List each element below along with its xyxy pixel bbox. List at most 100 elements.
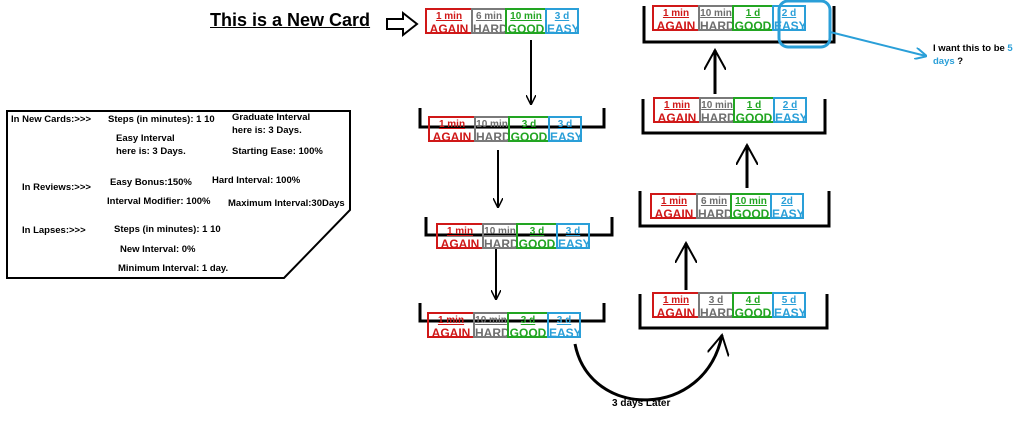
hard-interval: 3 d [708, 295, 724, 306]
card-tray-right-2 [641, 99, 827, 135]
again-interval: 1 min [663, 100, 691, 111]
good-interval: 1 d [745, 8, 761, 19]
good-interval: 3 d [521, 119, 537, 130]
label-lapses: In Lapses:>>> [22, 225, 86, 236]
again-label: AGAIN [657, 111, 697, 123]
new-card-title: This is a New Card [210, 10, 371, 30]
good-label: GOOD [732, 207, 770, 219]
label-starting-ease: Starting Ease: 100% [232, 146, 323, 157]
again-label: AGAIN [431, 326, 471, 338]
card-tray-left-1 [418, 108, 606, 129]
again-interval: 1 min [662, 8, 690, 19]
easy-label: EASY [547, 22, 579, 34]
arrow-to-note [829, 31, 926, 56]
again-interval: 1 min [437, 315, 465, 326]
again-label: AGAIN [429, 22, 469, 34]
wish-note: I want this to be 5 days ? [933, 42, 1023, 68]
good-interval: 10 min [510, 11, 542, 22]
easy-label: EASY [550, 130, 582, 142]
hard-label: HARD [700, 306, 734, 318]
hard-interval: 10 min [700, 8, 732, 19]
again-label: AGAIN [656, 306, 696, 318]
hard-interval: 10 min [484, 226, 516, 237]
card-tray-left-2 [424, 217, 614, 237]
label-new-interval: New Interval: 0% [120, 244, 196, 255]
easy-interval: 3 d [556, 315, 572, 326]
easy-interval: 5 d [781, 295, 797, 306]
wish-note-unit: days [933, 56, 955, 67]
good-label: GOOD [735, 111, 773, 123]
good-interval: 3 d [520, 315, 536, 326]
label-easy-bonus: Easy Bonus:150% [110, 177, 192, 188]
hard-label: HARD [698, 207, 732, 219]
good-label: GOOD [510, 130, 548, 142]
label-steps-new: Steps (in minutes): 1 10 [108, 114, 215, 125]
easy-interval: 3 d [554, 11, 570, 22]
easy-label: EASY [775, 111, 807, 123]
arrow-transition [573, 335, 722, 402]
good-interval: 10 min [735, 196, 767, 207]
again-label: AGAIN [432, 130, 472, 142]
label-graduate-interval-1: Graduate Interval [232, 112, 311, 123]
hard-interval: 6 min [475, 11, 503, 22]
good-label: GOOD [509, 326, 547, 338]
again-interval: 1 min [662, 295, 690, 306]
easy-interval: 3 d [557, 119, 573, 130]
hard-label: HARD [701, 111, 735, 123]
label-hard-interval: Hard Interval: 100% [212, 175, 301, 186]
wish-note-value: 5 [1007, 43, 1013, 54]
wish-note-text: I want this to be [933, 43, 1005, 54]
hard-interval: 10 min [475, 315, 507, 326]
label-steps-lapse: Steps (in minutes): 1 10 [114, 224, 221, 235]
good-interval: 4 d [745, 295, 761, 306]
label-reviews: In Reviews:>>> [22, 182, 91, 193]
hard-label: HARD [484, 237, 518, 249]
hard-label: HARD [476, 130, 510, 142]
title-arrow [386, 10, 419, 38]
settings-panel-border [6, 110, 351, 279]
easy-label: EASY [558, 237, 590, 249]
label-minimum-interval: Minimum Interval: 1 day. [118, 263, 229, 274]
again-label: AGAIN [654, 207, 694, 219]
easy-label: EASY [772, 207, 804, 219]
label-interval-modifier: Interval Modifier: 100% [107, 196, 211, 207]
